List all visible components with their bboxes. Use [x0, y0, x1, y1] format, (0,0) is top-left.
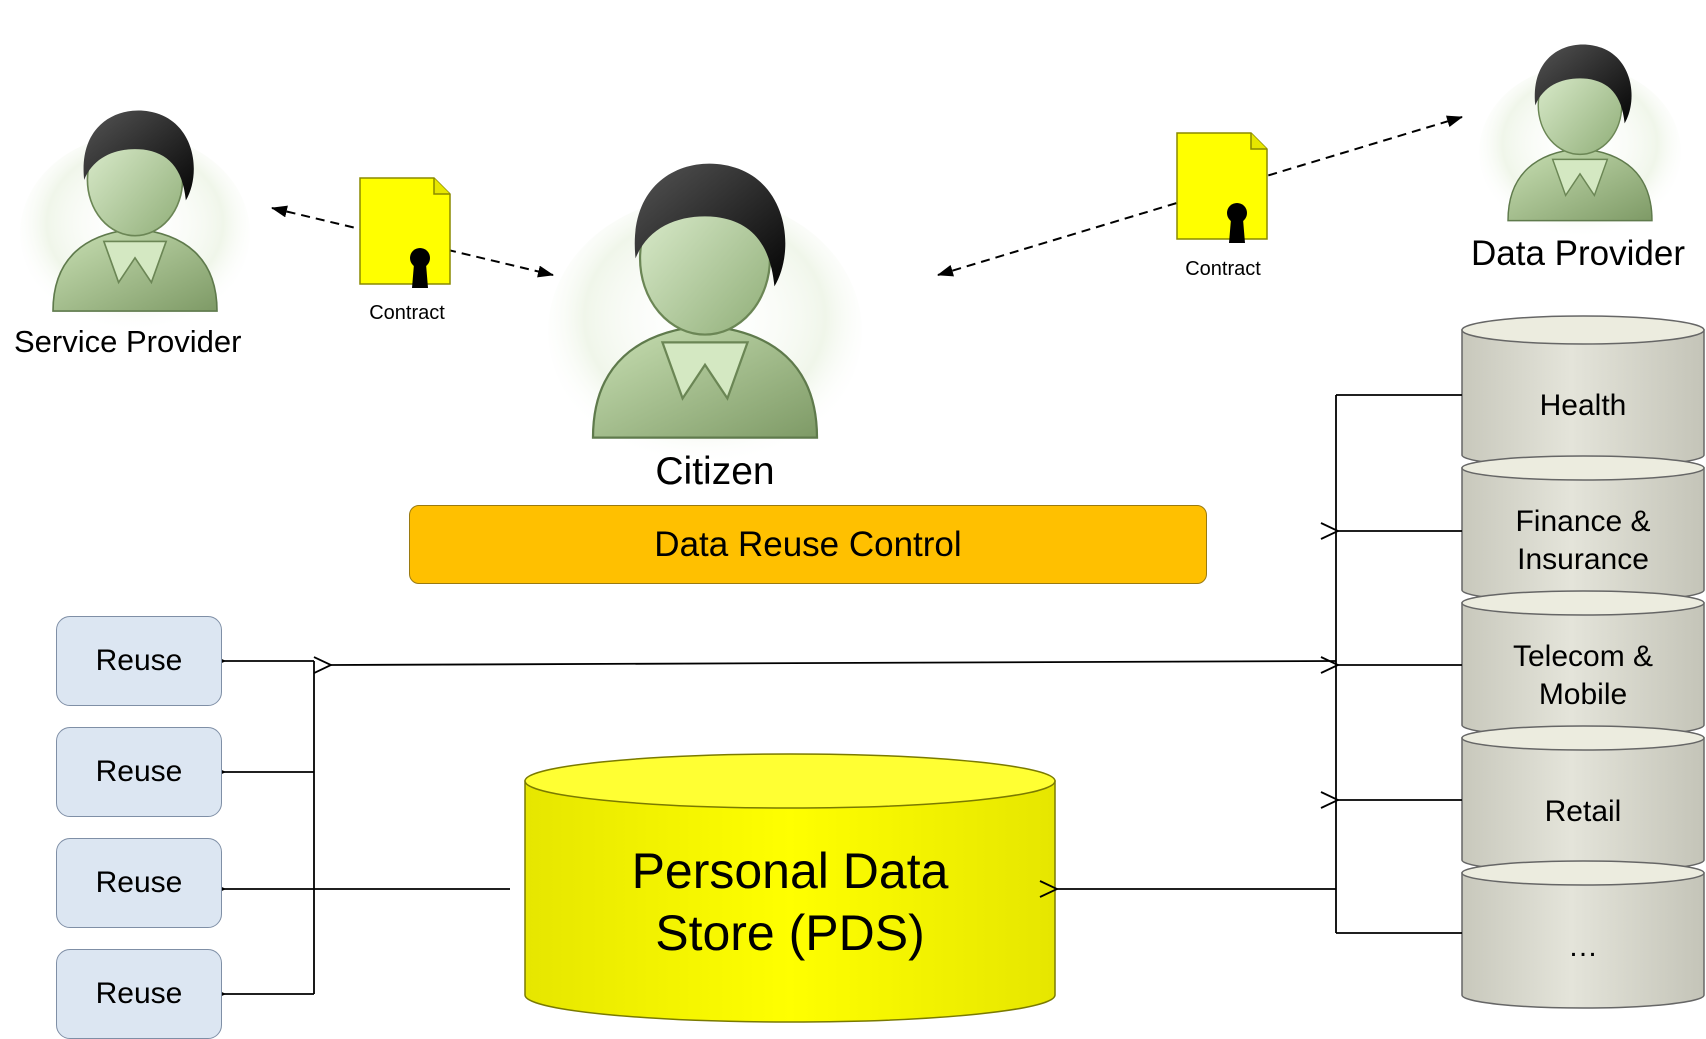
- segment-line1: Telecom &: [1512, 640, 1654, 673]
- segment-line2: Insurance: [1517, 543, 1649, 576]
- segment-line1: Retail: [1544, 795, 1622, 828]
- segment-shape: [1461, 590, 1705, 738]
- segment-line1: Health: [1539, 389, 1627, 422]
- reuse-box: Reuse: [56, 949, 222, 1039]
- reuse-box: Reuse: [56, 838, 222, 928]
- segment-shape: [1461, 725, 1705, 873]
- segment-label-retail: Retail: [1462, 793, 1704, 831]
- pds-label-line2: Store (PDS): [655, 905, 925, 961]
- reuse-label: Reuse: [95, 644, 183, 677]
- data-provider-label: Data Provider: [1471, 234, 1685, 273]
- data-source-stack: [1461, 315, 1705, 1009]
- data-provider-icon: [1479, 44, 1681, 239]
- segment-shape: [1461, 860, 1705, 1009]
- contract-left-label: Contract: [369, 302, 445, 324]
- data-reuse-control-label: Data Reuse Control: [654, 524, 962, 564]
- service-provider-label: Service Provider: [14, 324, 242, 359]
- segment-label-other: …: [1462, 928, 1704, 966]
- segment-label-health: Health: [1462, 387, 1704, 425]
- reuse-label: Reuse: [95, 866, 183, 899]
- segment-shape: [1461, 455, 1705, 603]
- reuse-label: Reuse: [95, 977, 183, 1010]
- data-reuse-control-bar: Data Reuse Control: [409, 505, 1207, 584]
- segment-label-telecom: Telecom & Mobile: [1462, 638, 1704, 714]
- segment-label-finance: Finance & Insurance: [1462, 503, 1704, 579]
- service-provider-icon: [20, 110, 250, 332]
- segment-shape: [1461, 315, 1705, 468]
- citizen-icon: [548, 163, 862, 466]
- segment-line2: Mobile: [1538, 678, 1628, 711]
- source-connectors: [224, 394, 1462, 994]
- reuse-box: Reuse: [56, 616, 222, 706]
- contract-right-label: Contract: [1185, 258, 1261, 280]
- citizen-label: Citizen: [655, 450, 775, 493]
- contract-left-icon: [359, 177, 451, 288]
- pds-cylinder: [524, 753, 1056, 1023]
- contract-right-icon: [1176, 132, 1268, 243]
- reuse-label: Reuse: [95, 755, 183, 788]
- reuse-box: Reuse: [56, 727, 222, 817]
- pds-label-line1: Personal Data: [631, 843, 949, 899]
- contract-arrow-left: [271, 205, 554, 278]
- segment-line1: …: [1568, 930, 1598, 963]
- pds-label: Personal Data Store (PDS): [525, 840, 1055, 964]
- arrow-to-reuse-bus: [331, 661, 1337, 665]
- segment-line1: Finance &: [1515, 505, 1651, 538]
